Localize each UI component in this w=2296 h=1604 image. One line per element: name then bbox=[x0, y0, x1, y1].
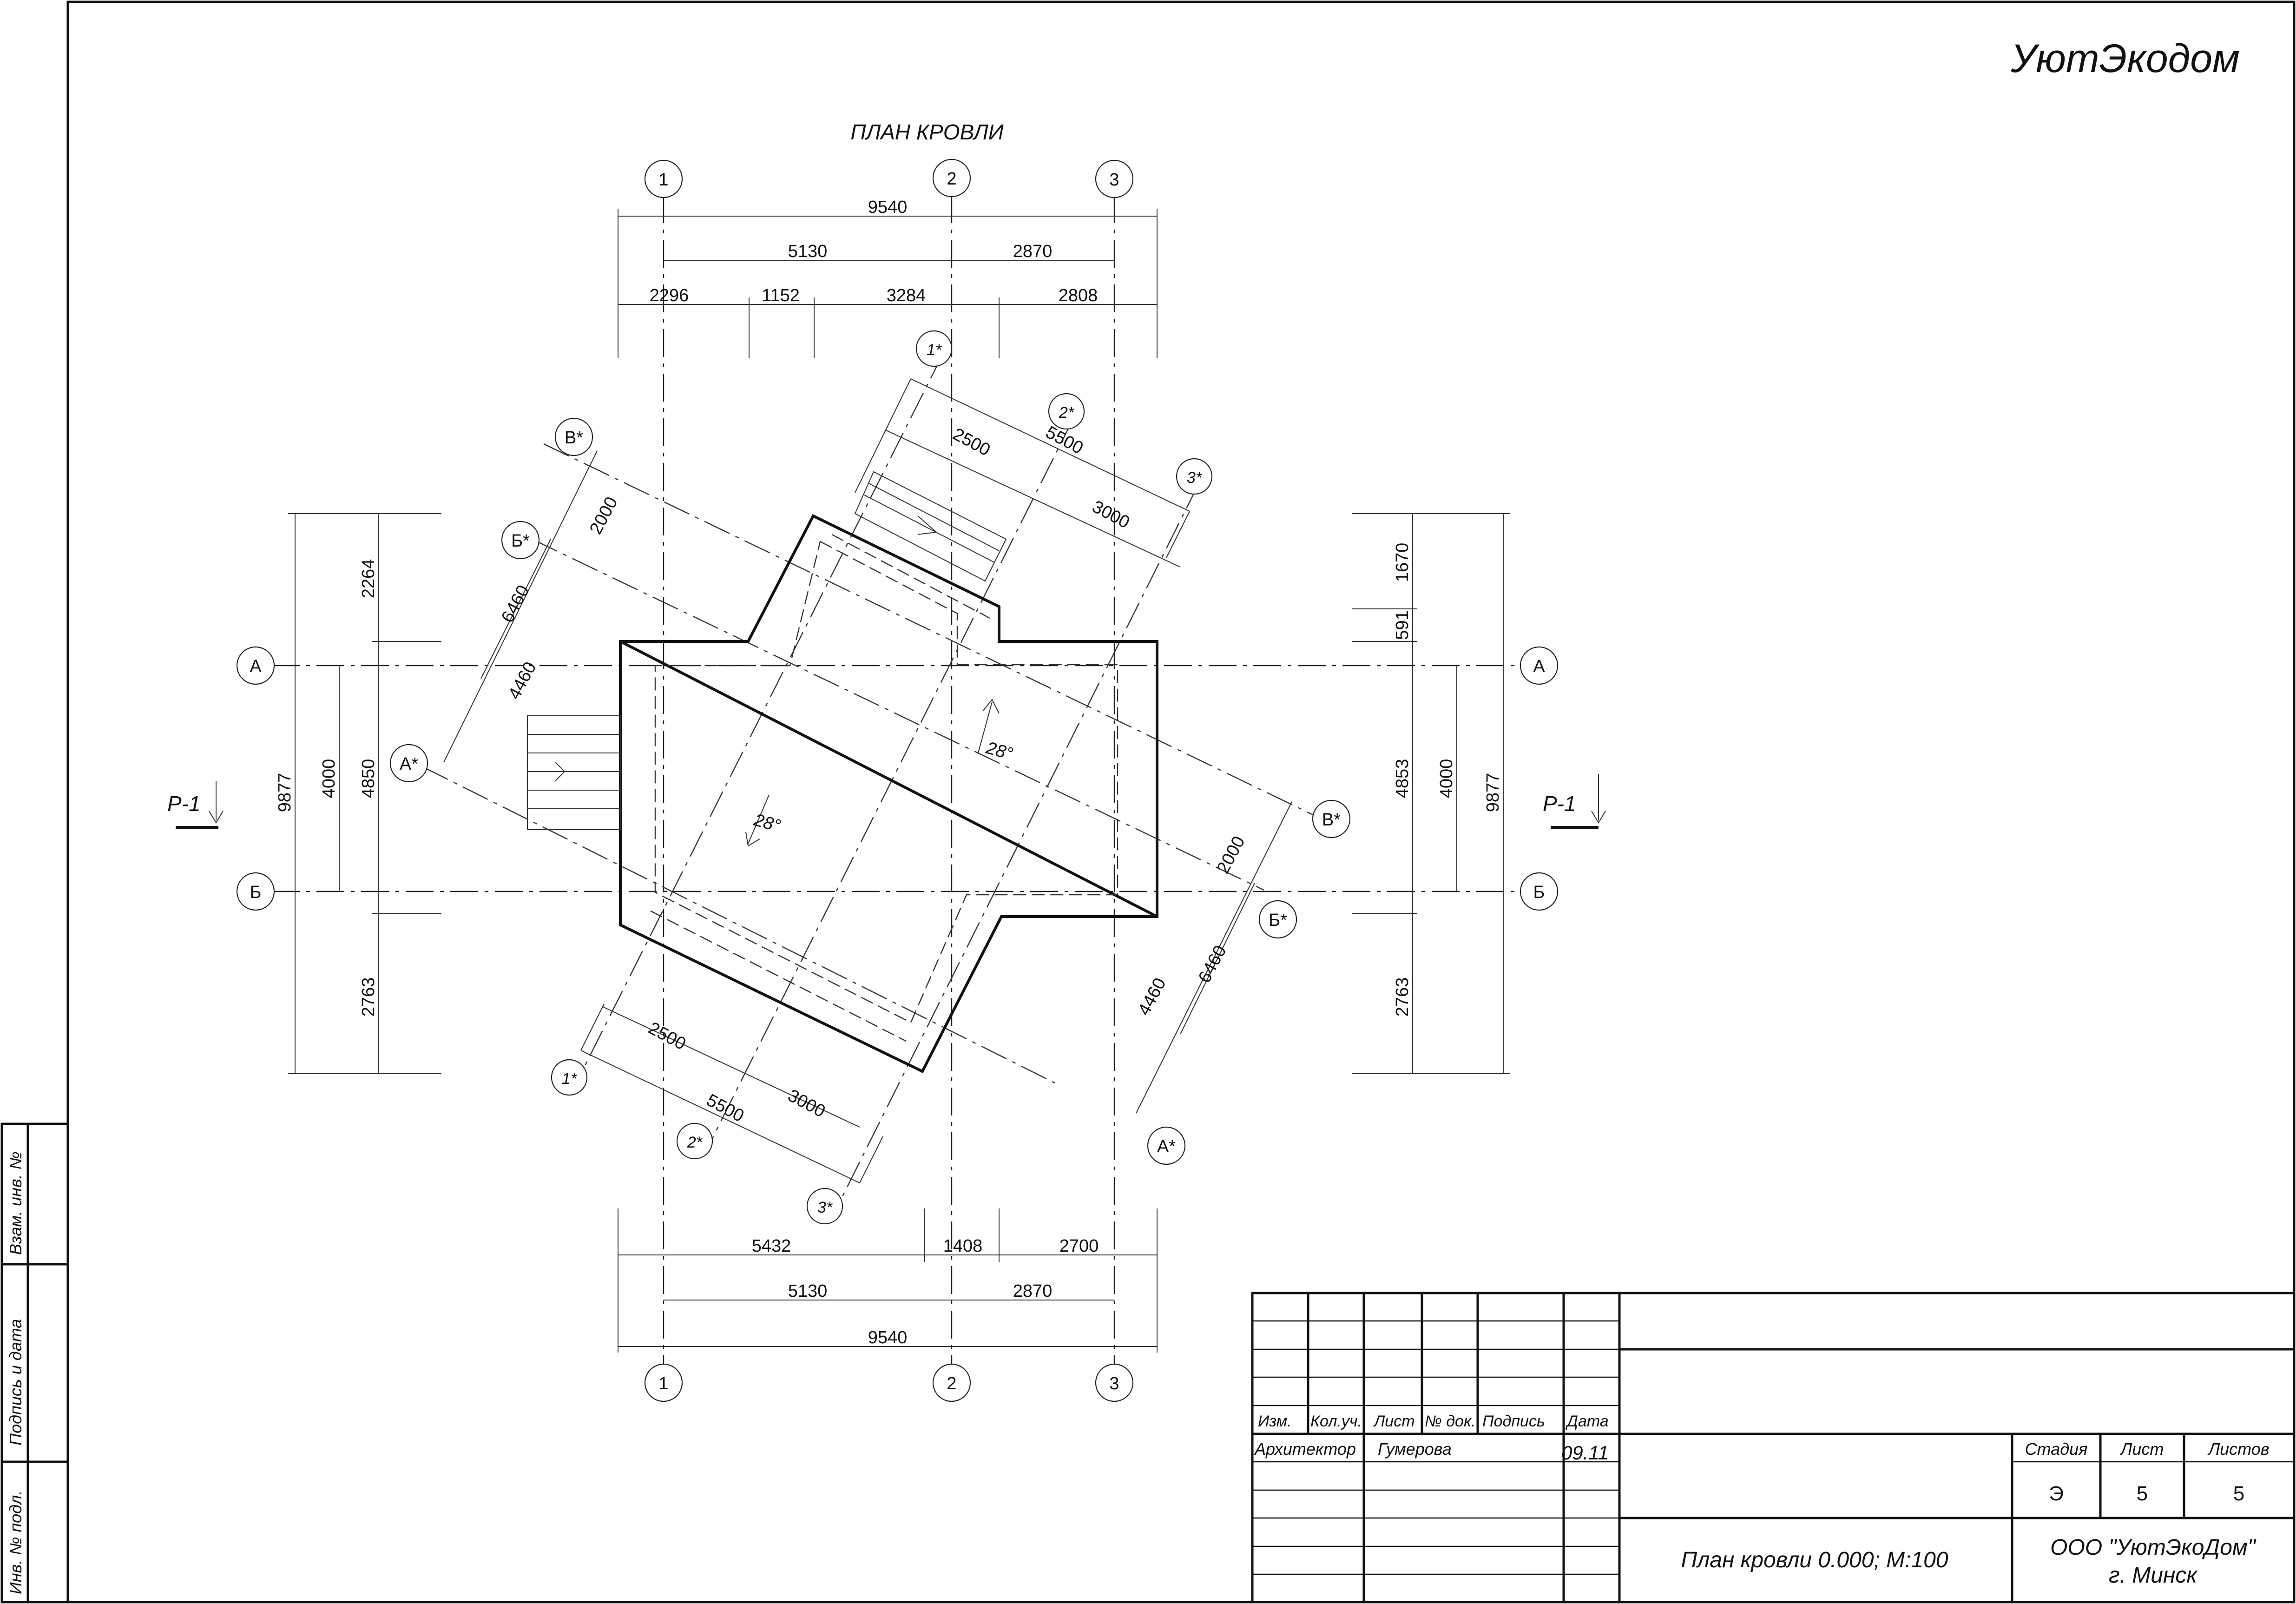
bubble-rot-3-top: 3* bbox=[1187, 469, 1203, 487]
slope-label-left: 28° bbox=[751, 810, 783, 836]
dim-bottom-axes-23: 2870 bbox=[1013, 1281, 1053, 1301]
section-mark-right: Р-1 bbox=[1543, 792, 1576, 816]
bubble-row-b-right: Б bbox=[1533, 883, 1545, 902]
dims-top: 9540 5130 2870 2296 1152 3284 2808 bbox=[618, 198, 1158, 358]
dim-top-seg-2: 1152 bbox=[762, 286, 800, 305]
dim-left-bottom: 2763 bbox=[359, 977, 378, 1017]
tb-person: Гумерова bbox=[1378, 1439, 1452, 1459]
dim-rot-right-2000: 2000 bbox=[1213, 833, 1249, 877]
dim-right-overall: 9877 bbox=[1483, 773, 1503, 812]
dim-rot-bottom-2500: 2500 bbox=[645, 1018, 689, 1054]
dim-rot-left-6460: 6460 bbox=[498, 582, 533, 626]
bubble-col-2-bottom: 2 bbox=[947, 1374, 956, 1393]
bubble-rot-a-left: А* bbox=[400, 754, 418, 774]
drawing-frame bbox=[66, 0, 2296, 1604]
bubble-col-1-top: 1 bbox=[658, 170, 668, 190]
grid-axes bbox=[272, 195, 1522, 1366]
tb-org-line2: г. Минск bbox=[2109, 1563, 2198, 1588]
section-marks: Р-1 Р-1 bbox=[167, 774, 1606, 829]
tb-date: 09.11 bbox=[1561, 1442, 1609, 1464]
slope-label-right: 28° bbox=[984, 738, 1015, 764]
dim-bottom-overall: 9540 bbox=[868, 1328, 908, 1347]
bubble-rot-3-bottom: 3* bbox=[817, 1199, 833, 1216]
bubble-col-3-bottom: 3 bbox=[1109, 1374, 1119, 1393]
dim-left-ab: 4000 bbox=[319, 759, 339, 799]
dim-top-seg-4: 2808 bbox=[1059, 286, 1098, 305]
dim-top-axes-23: 2870 bbox=[1013, 242, 1053, 261]
tb-stadia: Э bbox=[2049, 1482, 2064, 1505]
section-mark-left: Р-1 bbox=[167, 792, 201, 816]
dim-rot-bottom-3000: 3000 bbox=[784, 1086, 828, 1122]
dim-top-overall: 9540 bbox=[868, 198, 908, 217]
roof-outline bbox=[527, 471, 1158, 1073]
bubble-rot-2-bottom: 2* bbox=[687, 1134, 703, 1151]
tb-header-izm: Изм. bbox=[1258, 1413, 1292, 1430]
dim-left-overall: 9877 bbox=[275, 773, 295, 812]
bubble-rot-2-top: 2* bbox=[1059, 404, 1075, 422]
tb-header-kolvo: Кол.уч. bbox=[1310, 1413, 1362, 1430]
dim-bottom-seg-2: 1408 bbox=[943, 1236, 983, 1256]
dims-left: 9877 4000 4850 2264 2763 bbox=[275, 513, 441, 1074]
brand-logo: УютЭкодом bbox=[2010, 36, 2240, 81]
grid-bubbles: 1 2 3 1 2 3 А Б А Б 1* 2* 3* 1* 2* 3* В* bbox=[236, 158, 1559, 1402]
dim-left-inner: 4850 bbox=[359, 759, 378, 799]
side-stamp-inv-podl: Инв. № подл. bbox=[6, 1491, 25, 1594]
bubble-row-a-left: А bbox=[250, 657, 262, 676]
dim-right-top-1: 1670 bbox=[1393, 543, 1412, 582]
dim-right-bottom: 2763 bbox=[1393, 977, 1412, 1017]
dim-rot-bottom-5500: 5500 bbox=[703, 1090, 747, 1126]
title-block: Изм. Кол.уч. Лист № док. Подпись Дата Ар… bbox=[1251, 1292, 2296, 1604]
tb-header-ndok: № док. bbox=[1425, 1413, 1475, 1430]
tb-org-line1: ООО "УютЭкоДом" bbox=[2050, 1535, 2257, 1560]
dim-right-ab: 4000 bbox=[1437, 759, 1456, 799]
dim-bottom-seg-3: 2700 bbox=[1059, 1236, 1099, 1256]
dim-right-top-2: 591 bbox=[1393, 610, 1412, 640]
bubble-rot-1-bottom: 1* bbox=[562, 1070, 578, 1088]
tb-sheet-title: План кровли 0.000; М:100 bbox=[1681, 1548, 1948, 1572]
bubble-rot-1-top: 1* bbox=[927, 341, 942, 359]
dim-rot-top-2500: 2500 bbox=[949, 424, 993, 460]
tb-listov: 5 bbox=[2233, 1482, 2244, 1505]
tb-header-listov: Листов bbox=[2207, 1439, 2269, 1459]
bubble-col-3-top: 3 bbox=[1109, 170, 1119, 190]
dim-left-top: 2264 bbox=[359, 559, 378, 599]
dim-top-axes-12: 5130 bbox=[788, 242, 828, 261]
bubble-rot-b-left: Б* bbox=[511, 531, 530, 551]
tb-role: Архитектор bbox=[1254, 1439, 1356, 1459]
bubble-row-b-left: Б bbox=[250, 883, 262, 902]
dim-top-seg-1: 2296 bbox=[650, 286, 689, 305]
tb-header-list: Лист bbox=[1373, 1413, 1415, 1430]
tb-header-podpis: Подпись bbox=[1482, 1413, 1545, 1430]
tb-header-data: Дата bbox=[1565, 1413, 1609, 1430]
side-stamp-podpis-data: Подпись и дата bbox=[6, 1319, 25, 1446]
drawing-title: ПЛАН КРОВЛИ bbox=[850, 120, 1003, 144]
tb-header-list2: Лист bbox=[2120, 1439, 2164, 1459]
dim-top-seg-3: 3284 bbox=[887, 286, 926, 305]
dim-rot-right-4460: 4460 bbox=[1134, 975, 1170, 1018]
dim-bottom-seg-1: 5432 bbox=[752, 1236, 791, 1256]
dim-rot-right-6460: 6460 bbox=[1195, 942, 1230, 986]
bubble-row-a-right: А bbox=[1533, 657, 1545, 676]
bubble-rot-a-right: А* bbox=[1157, 1137, 1176, 1156]
dim-bottom-axes-12: 5130 bbox=[788, 1281, 828, 1301]
tb-header-stadia: Стадия bbox=[2025, 1439, 2088, 1459]
dims-right: 4853 4000 9877 1670 591 2763 bbox=[1352, 513, 1510, 1074]
tb-list: 5 bbox=[2137, 1482, 2148, 1505]
bubble-rot-v-right: В* bbox=[1322, 810, 1341, 830]
dims-bottom: 5432 1408 2700 5130 2870 9540 bbox=[618, 1208, 1158, 1353]
dim-rot-left-2000: 2000 bbox=[586, 494, 622, 537]
side-stamp-vzam-inv: Взам. инв. № bbox=[6, 1151, 25, 1255]
dim-right-inner: 4853 bbox=[1393, 759, 1412, 799]
bubble-rot-b-right: Б* bbox=[1269, 911, 1287, 930]
bubble-col-2-top: 2 bbox=[947, 169, 956, 189]
side-stamp: Инв. № подл. Подпись и дата Взам. инв. № bbox=[0, 1122, 69, 1604]
bubble-col-1-bottom: 1 bbox=[658, 1374, 668, 1393]
bubble-rot-v-left: В* bbox=[565, 428, 583, 448]
